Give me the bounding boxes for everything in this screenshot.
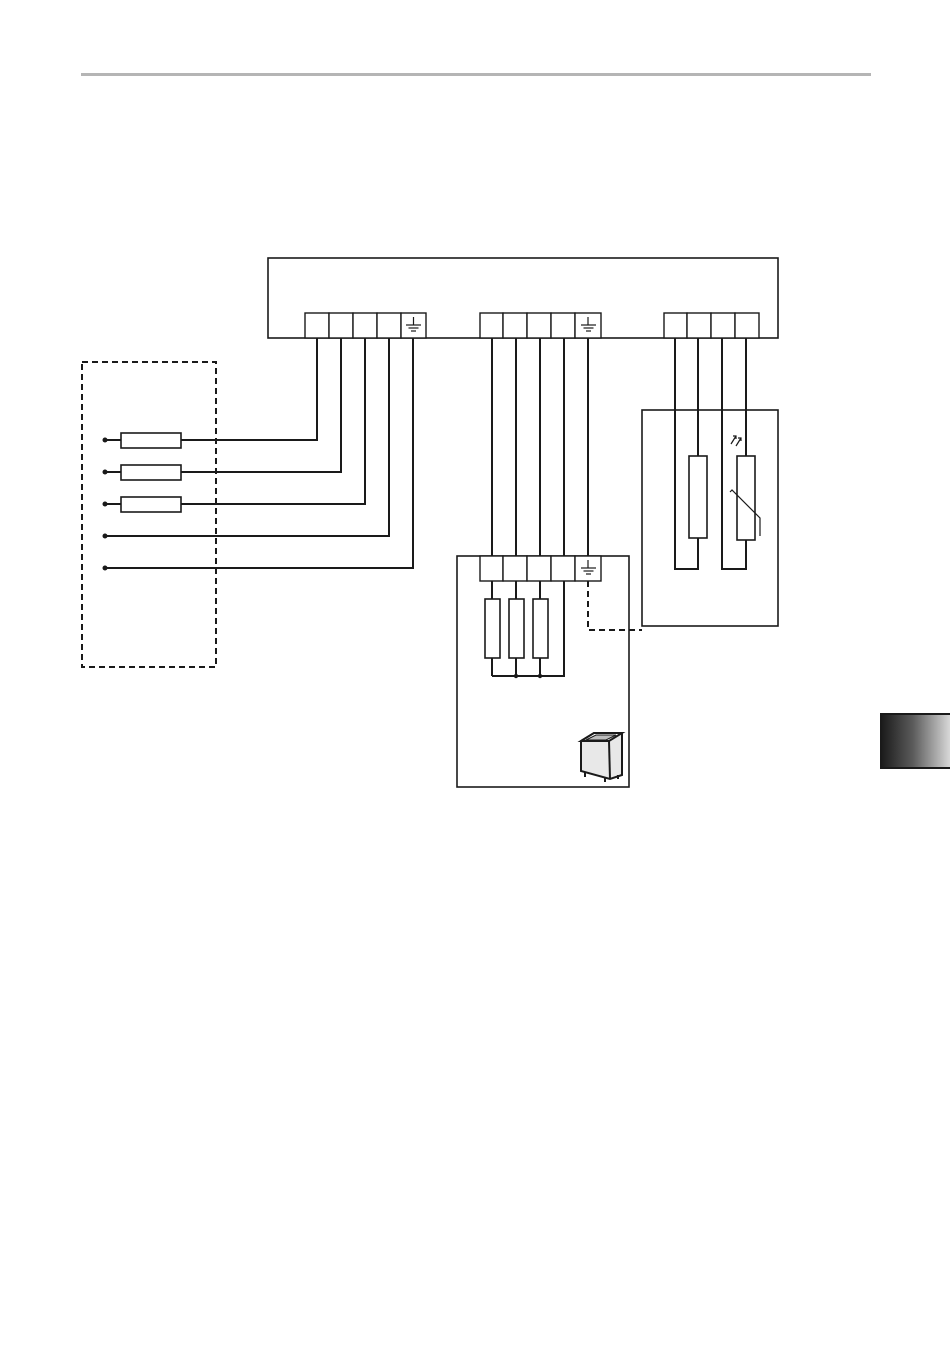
section-tab bbox=[880, 713, 950, 769]
heating-element bbox=[533, 599, 548, 658]
supply-fuses bbox=[121, 433, 181, 512]
terminal bbox=[551, 556, 575, 581]
heater-unit-terminal-block bbox=[480, 556, 601, 581]
terminal bbox=[735, 313, 759, 338]
terminal bbox=[377, 313, 401, 338]
supply-wires bbox=[105, 338, 413, 568]
sensor-terminal-block bbox=[664, 313, 759, 338]
junction-dot bbox=[538, 674, 542, 678]
terminal bbox=[503, 313, 527, 338]
fuse bbox=[121, 497, 181, 512]
terminal bbox=[711, 313, 735, 338]
junction-dot bbox=[514, 674, 518, 678]
supply-terminal-block bbox=[305, 313, 426, 338]
mains-supply-box bbox=[82, 362, 216, 667]
terminal bbox=[305, 313, 329, 338]
terminal bbox=[664, 313, 687, 338]
terminal bbox=[329, 313, 353, 338]
sensor-box bbox=[642, 410, 778, 626]
heater-terminal-block bbox=[480, 313, 601, 338]
supply-connection-dots bbox=[103, 438, 108, 571]
terminal bbox=[353, 313, 377, 338]
terminal bbox=[480, 556, 503, 581]
connection-dot bbox=[103, 566, 108, 571]
connection-dot bbox=[103, 470, 108, 475]
heater-cable bbox=[492, 338, 588, 556]
connection-dot bbox=[103, 438, 108, 443]
terminal bbox=[527, 556, 551, 581]
heating-element bbox=[485, 599, 500, 658]
terminal bbox=[551, 313, 575, 338]
terminal bbox=[480, 313, 503, 338]
fuse bbox=[121, 465, 181, 480]
heating-element bbox=[509, 599, 524, 658]
terminal bbox=[503, 556, 527, 581]
fuse bbox=[121, 433, 181, 448]
terminal bbox=[527, 313, 551, 338]
sensor-resistor bbox=[689, 456, 707, 538]
connection-dot bbox=[103, 534, 108, 539]
terminal bbox=[687, 313, 711, 338]
connection-dot bbox=[103, 502, 108, 507]
